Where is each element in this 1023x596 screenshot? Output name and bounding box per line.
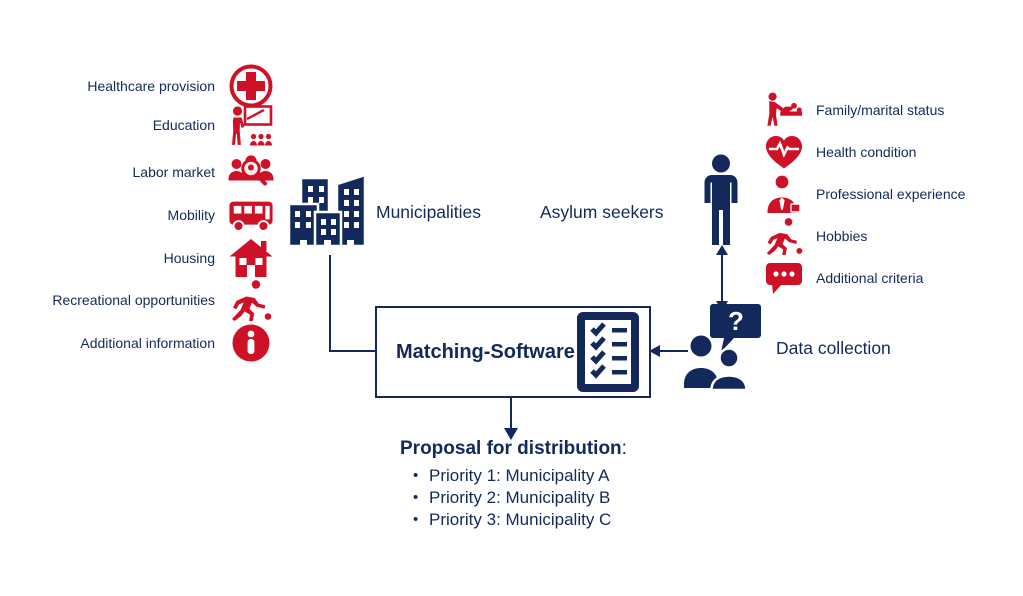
bus-icon [228,194,274,236]
criteria-row-family-status: Family/marital status [764,89,1020,131]
family-care-icon [764,91,804,129]
criteria-row-additional-criteria: Additional criteria [764,257,1020,299]
criteria-label: Labor market [132,164,215,180]
criteria-label: Housing [163,250,215,266]
question-mark: ? [728,306,744,336]
arrowhead-into-box-icon [649,345,660,357]
speech-bubble-dots-icon [764,261,804,295]
criteria-label: Mobility [167,207,215,223]
criteria-label: Education [152,117,215,133]
criteria-row-health-condition: Health condition [764,131,1020,173]
proposal-item: • Priority 2: Municipality B [400,487,627,509]
connector-datacollection-line [659,350,688,352]
house-icon [228,237,274,279]
criteria-row-hobbies: Hobbies [764,215,1020,257]
connector-municipalities-horizontal [329,350,375,352]
criteria-label: Health condition [816,144,917,160]
criteria-label: Hobbies [816,228,868,244]
proposal-item: • Priority 3: Municipality C [400,509,627,531]
education-teacher-icon [228,103,274,147]
arrowhead-proposal-icon [503,428,518,440]
bullet-glyph: • [413,467,419,484]
data-collection-label: Data collection [776,338,891,358]
proposal-item-text: Priority 2: Municipality B [429,487,611,507]
criteria-row-healthcare: Healthcare provision [30,64,274,108]
criteria-row-additional-info: Additional information [30,322,274,364]
running-person-icon [228,279,274,321]
bullet-glyph: • [413,488,419,506]
labor-market-search-icon [228,152,274,192]
criteria-row-housing: Housing [30,237,274,279]
info-circle-icon [228,324,274,362]
bullet-glyph: • [413,510,419,528]
criteria-row-labor-market: Labor market [30,151,274,193]
professional-person-icon [764,174,804,214]
criteria-label: Recreational opportunities [52,292,215,308]
connector-person-datacollection [721,252,723,304]
connector-box-proposal [510,398,512,429]
healthcare-cross-icon [228,64,274,108]
proposal-title-colon: : [621,438,627,459]
proposal-title-text: Proposal for distribution [400,438,622,459]
criteria-label: Additional criteria [816,270,924,286]
arrowhead-up-icon [716,245,728,255]
proposal-title: Proposal for distribution: [400,438,627,460]
data-collection-people-icon: ? [682,302,762,390]
criteria-row-professional-experience: Professional experience [764,173,1020,215]
matching-software-box: Matching-Software [375,306,651,398]
running-person-icon [764,217,804,255]
matching-software-label: Matching-Software [396,340,575,363]
criteria-row-recreation: Recreational opportunities [30,279,274,321]
asylum-seekers-label: Asylum seekers [540,202,664,222]
heart-pulse-icon [764,134,804,170]
municipalities-buildings-icon [286,167,368,259]
municipalities-label: Municipalities [376,202,482,222]
criteria-label: Family/marital status [816,102,945,118]
criteria-label: Additional information [80,335,215,351]
arrowhead-down-icon [716,301,728,311]
proposal-block: Proposal for distribution: • Priority 1:… [400,438,627,530]
criteria-row-education: Education [30,104,274,146]
proposal-item: • Priority 1: Municipality A [400,465,627,487]
connector-municipalities-vertical [329,255,331,352]
checklist-icon [576,312,640,392]
proposal-item-text: Priority 1: Municipality A [429,466,610,485]
person-icon [700,154,742,246]
criteria-label: Healthcare provision [87,78,215,94]
criteria-row-mobility: Mobility [30,194,274,236]
criteria-label: Professional experience [816,186,966,202]
proposal-item-text: Priority 3: Municipality C [429,509,612,529]
